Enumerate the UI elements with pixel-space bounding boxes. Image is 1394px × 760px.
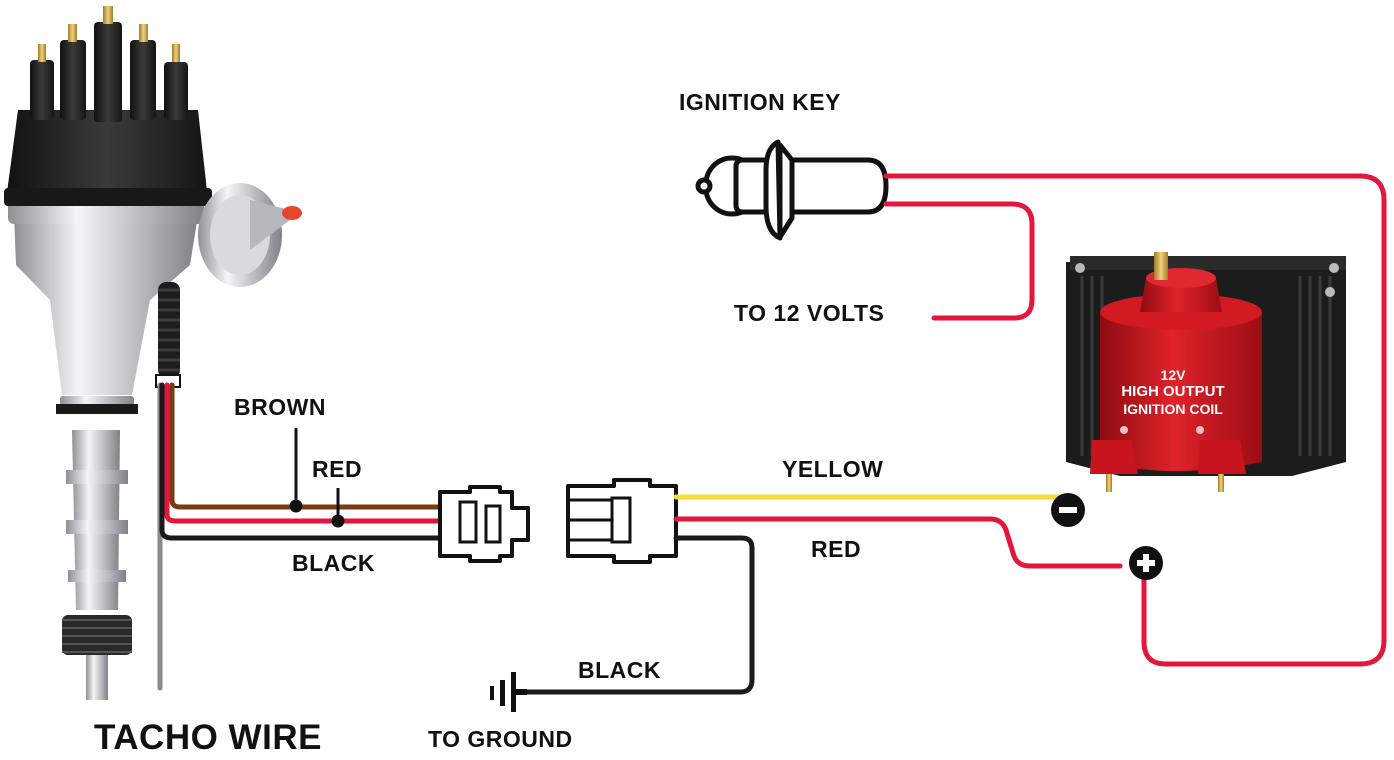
ignition-coil (1066, 252, 1346, 492)
right-harness (515, 494, 1123, 695)
ground-symbol (490, 672, 527, 712)
distributor (4, 6, 302, 700)
red-wire-right-label: RED (811, 536, 862, 562)
distributor-housing (14, 215, 198, 395)
distributor-gear (62, 615, 132, 655)
distributor-towers (30, 22, 188, 122)
ignition-key (695, 139, 889, 241)
positive-terminal-icon (1129, 546, 1163, 580)
connector-left (438, 485, 530, 563)
ignition-key-label: IGNITION KEY (679, 89, 841, 115)
ignition-wires (883, 173, 1387, 667)
coil-name-label: IGNITION COIL (1123, 401, 1223, 417)
vacuum-advance (198, 183, 302, 287)
brown-wire (169, 382, 443, 510)
brown-wire-label: BROWN (234, 394, 326, 420)
to-12-volts-label: TO 12 VOLTS (734, 300, 885, 326)
distributor-tower-tips (38, 6, 180, 62)
wire-spring-guard (158, 282, 180, 378)
connector-right (566, 478, 678, 564)
black-wire-ground (515, 535, 755, 695)
yellow-wire-label: YELLOW (782, 456, 884, 482)
ignition-to-coil-wire (883, 173, 1387, 667)
distributor-cap (6, 110, 208, 200)
ignition-to-12v-wire (883, 201, 1035, 321)
tacho-wire-label: TACHO WIRE (94, 718, 322, 757)
black-ground-wire-label: BLACK (578, 657, 661, 683)
red-wire-left-label: RED (312, 456, 363, 482)
leader-lines (289, 428, 345, 528)
red-wire-right (673, 516, 1123, 569)
red-wire-left (164, 382, 443, 524)
left-harness (159, 382, 443, 541)
to-ground-label: TO GROUND (428, 726, 573, 752)
negative-terminal-icon (1051, 493, 1085, 527)
coil-voltage-label: 12V (1160, 367, 1186, 383)
black-wire-left (159, 382, 443, 541)
black-wire-left-label: BLACK (292, 550, 375, 576)
coil-type-label: HIGH OUTPUT (1121, 383, 1225, 400)
